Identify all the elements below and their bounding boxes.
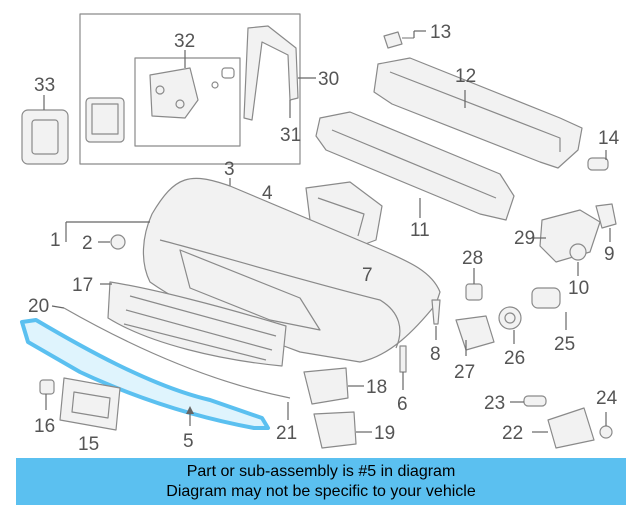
part-14-bolt xyxy=(587,150,609,171)
part-9-clip xyxy=(595,203,617,242)
part-23-bolt xyxy=(510,395,547,407)
callout-12: 12 xyxy=(455,66,476,87)
part-13-bolt xyxy=(383,30,426,49)
callout-1: 1 xyxy=(50,230,61,251)
part-32-bracket xyxy=(149,50,235,119)
parts-diagram: 1 2 3 4 5 6 7 8 9 10 11 12 13 14 15 16 1… xyxy=(20,13,620,455)
part-15-plate-bracket xyxy=(59,377,121,431)
callout-30: 30 xyxy=(318,69,339,90)
callout-14: 14 xyxy=(598,128,620,149)
callout-2: 2 xyxy=(82,233,93,254)
part-2-clip xyxy=(98,234,126,250)
part-10-sensor-holder xyxy=(569,243,587,276)
callout-9: 9 xyxy=(604,244,615,265)
callout-21: 21 xyxy=(276,423,297,444)
detail-inner-frame xyxy=(134,57,241,147)
callout-23: 23 xyxy=(484,393,505,414)
part-20-trim xyxy=(51,305,291,399)
callout-10: 10 xyxy=(568,278,589,299)
part-33-housing xyxy=(21,95,69,165)
caption-line-1: Part or sub-assembly is #5 in diagram xyxy=(186,463,456,480)
part-26-sensor-ring xyxy=(498,306,522,344)
caption-line-2: Diagram may not be specific to your vehi… xyxy=(166,483,476,500)
part-6-bolt xyxy=(399,345,407,390)
part-17-grille xyxy=(100,281,287,367)
part-22-bracket xyxy=(532,407,595,449)
callout-5: 5 xyxy=(183,431,194,452)
part-30-bracket xyxy=(243,25,316,121)
callout-31: 31 xyxy=(280,125,301,146)
part-11-absorber xyxy=(315,111,515,221)
callout-4: 4 xyxy=(262,183,273,204)
detail-frame xyxy=(79,13,301,165)
callout-33: 33 xyxy=(34,75,55,96)
callout-27: 27 xyxy=(454,362,475,383)
callout-18: 18 xyxy=(366,377,387,398)
callout-13: 13 xyxy=(430,22,451,43)
part-8-bolt xyxy=(431,299,441,340)
callout-11: 11 xyxy=(410,220,430,241)
callout-22: 22 xyxy=(502,423,523,444)
callout-16: 16 xyxy=(34,416,55,437)
callout-20: 20 xyxy=(28,296,49,317)
callout-8: 8 xyxy=(430,344,441,365)
callout-6: 6 xyxy=(397,394,408,415)
radar-sensor-module xyxy=(85,97,125,143)
callout-29: 29 xyxy=(514,228,535,249)
part-28-sensor xyxy=(465,268,483,301)
part-16-clip xyxy=(39,379,55,410)
part-12-reinforcement xyxy=(373,57,583,169)
part-25-sensor xyxy=(531,287,567,330)
callout-19: 19 xyxy=(374,423,395,444)
part-5-spoiler-highlighted xyxy=(20,318,270,430)
part-18-lamp-cover xyxy=(303,367,364,405)
part-27-bracket xyxy=(455,315,495,356)
part-24-nut xyxy=(599,412,613,439)
caption-banner: Part or sub-assembly is #5 in diagram Di… xyxy=(16,458,626,505)
callout-17: 17 xyxy=(72,275,93,296)
callout-32: 32 xyxy=(174,31,195,52)
callout-28: 28 xyxy=(462,248,483,269)
callout-3: 3 xyxy=(224,159,235,180)
part-29-bracket xyxy=(532,209,601,263)
callout-24: 24 xyxy=(596,388,618,409)
part-19-lamp-cover xyxy=(313,411,372,449)
callout-26: 26 xyxy=(504,348,525,369)
callout-7: 7 xyxy=(362,265,373,286)
callout-15: 15 xyxy=(78,434,99,455)
callout-25: 25 xyxy=(554,334,575,355)
